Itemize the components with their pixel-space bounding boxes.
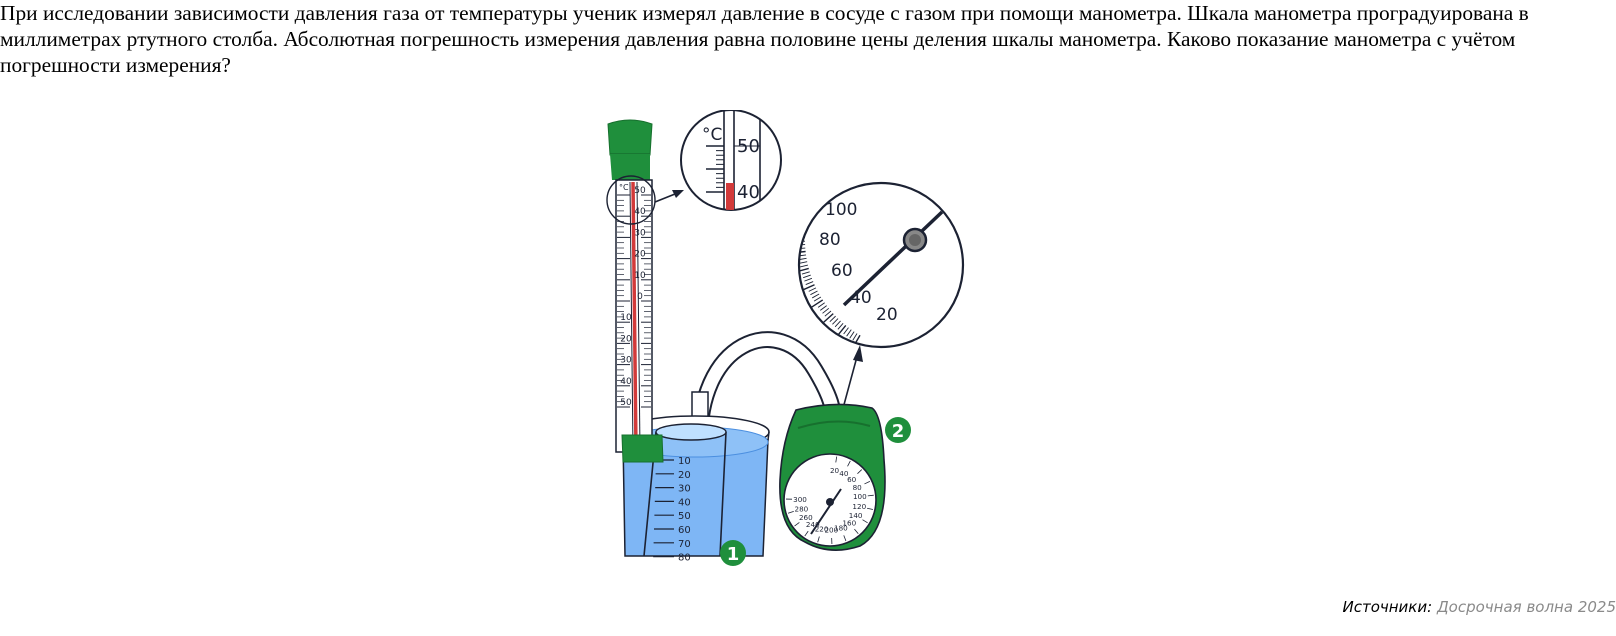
- thermometer-label: 20: [620, 334, 632, 344]
- thermometer-label: 50: [620, 398, 632, 408]
- gauge-label: 160: [842, 518, 856, 527]
- badge-1-label: 1: [727, 544, 740, 565]
- badge-2-label: 2: [892, 421, 905, 442]
- beaker-label: 80: [678, 553, 691, 564]
- thermometer-label: 40: [634, 207, 646, 217]
- gauge-label: 240: [806, 520, 820, 529]
- badge-1: 1: [720, 540, 746, 566]
- badge-2: 2: [885, 417, 911, 443]
- thermometer-label: 40: [620, 377, 632, 387]
- gauge-label: 220: [815, 524, 829, 533]
- zoom-gauge-label: 60: [831, 261, 853, 281]
- beaker-label: 70: [678, 539, 691, 550]
- beaker-label: 60: [678, 525, 691, 536]
- zoom-gauge-label: 20: [876, 305, 898, 325]
- thermometer-label: 10: [620, 313, 632, 323]
- zoom-thermometer-label-50: 50: [737, 136, 760, 157]
- gauge-label: 60: [847, 475, 857, 484]
- zoom-thermometer-label-40: 40: [737, 182, 760, 203]
- gauge-label: 20: [830, 466, 840, 475]
- thermometer-unit: °C: [619, 183, 629, 192]
- thermometer-label: 0: [637, 292, 643, 302]
- zoom-gauge-label: 80: [819, 230, 841, 250]
- gauge-label: 280: [795, 505, 809, 514]
- thermometer-zoom: °C 50 40: [680, 109, 782, 211]
- beaker-label: 30: [678, 484, 691, 495]
- source-label: Источники:: [1342, 598, 1433, 616]
- gauge-label: 40: [839, 469, 849, 478]
- gauge-label: 260: [799, 513, 813, 522]
- task-text: При исследовании зависимости давления га…: [0, 1, 1529, 77]
- thermometer-label: 30: [634, 228, 646, 238]
- beaker-label: 50: [678, 511, 691, 522]
- thermometer-label: 50: [634, 186, 646, 196]
- thermometer-label: 20: [634, 250, 646, 260]
- gauge-label: 100: [853, 492, 867, 501]
- source-note: Источники: Досрочная волна 2025: [1343, 598, 1616, 616]
- gauge-label: 200: [824, 525, 838, 534]
- gauge-label: 80: [853, 483, 863, 492]
- zoom-gauge-label: 40: [850, 288, 872, 308]
- gauge-label: 120: [852, 502, 866, 511]
- beaker-label: 40: [678, 497, 691, 508]
- beaker-label: 20: [678, 470, 691, 481]
- thermometer-label: 30: [620, 356, 632, 366]
- source-link[interactable]: Досрочная волна 2025: [1436, 598, 1616, 616]
- gauge-label: 180: [834, 523, 848, 532]
- gauge-label: 300: [793, 495, 807, 504]
- zoom-thermometer-unit: °C: [702, 125, 722, 145]
- gauge-label: 140: [849, 511, 863, 520]
- beaker-label: 10: [678, 456, 691, 467]
- zoom-gauge-label: 100: [825, 200, 857, 220]
- thermometer-label: 10: [634, 271, 646, 281]
- thermometer: 50 40 30 20 10 0 10 20 30 40 50 °C: [606, 119, 664, 463]
